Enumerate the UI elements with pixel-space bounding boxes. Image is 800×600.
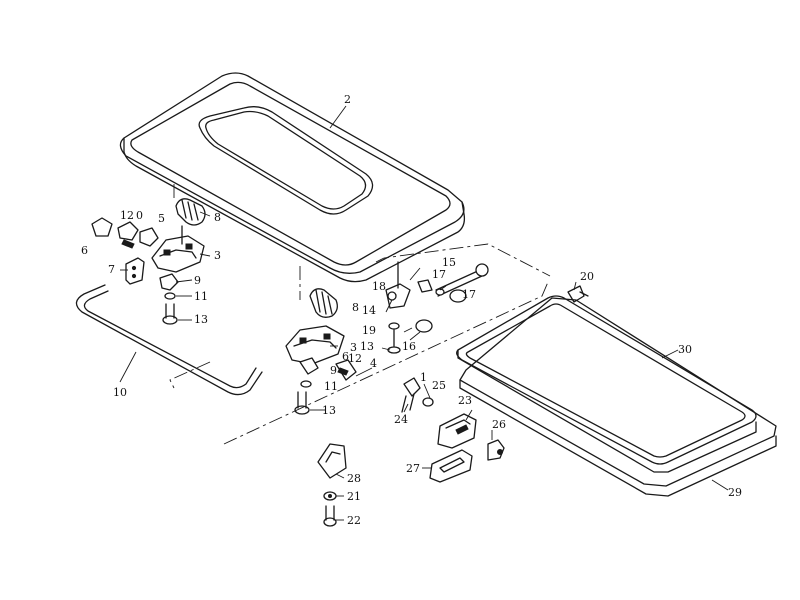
callout-20: 20 bbox=[580, 270, 594, 283]
callout-1: 1 bbox=[420, 371, 427, 384]
callout-13-lower: 13 bbox=[322, 404, 336, 417]
callout-11-upper: 11 bbox=[194, 290, 208, 303]
callout-17-left: 17 bbox=[432, 268, 446, 281]
callout-9-upper: 9 bbox=[194, 274, 201, 287]
center-hinge-assembly bbox=[285, 288, 357, 415]
latch-assembly bbox=[401, 377, 505, 483]
left-hinge-assembly bbox=[91, 198, 206, 325]
assembly-boundary-lines bbox=[169, 184, 551, 445]
right-hardware-assembly bbox=[385, 261, 489, 354]
lid-part bbox=[119, 72, 466, 283]
callout-28: 28 bbox=[347, 472, 361, 485]
callout-25: 25 bbox=[432, 379, 446, 392]
rod-part bbox=[75, 284, 263, 396]
callout-17-right: 17 bbox=[462, 288, 476, 301]
callout-8-lower: 8 bbox=[352, 301, 359, 314]
callout-3-upper: 3 bbox=[214, 249, 221, 262]
callout-2: 2 bbox=[344, 93, 351, 106]
leader-lines bbox=[119, 105, 729, 521]
callout-19: 19 bbox=[362, 324, 376, 337]
callout-18: 18 bbox=[372, 280, 386, 293]
callout-3-lower: 3 bbox=[350, 341, 357, 354]
callout-15: 15 bbox=[442, 256, 456, 269]
callout-22: 22 bbox=[347, 514, 361, 527]
callout-5: 5 bbox=[158, 212, 165, 225]
callout-24: 24 bbox=[394, 413, 408, 426]
callout-12-lower: 12 bbox=[348, 352, 362, 365]
callout-26: 26 bbox=[492, 418, 506, 431]
callout-30: 30 bbox=[678, 343, 692, 356]
bottom-bracket-assembly bbox=[317, 443, 347, 527]
callout-9-lower: 9 bbox=[330, 364, 337, 377]
callout-14: 14 bbox=[362, 304, 376, 317]
callout-13-right: 13 bbox=[360, 340, 374, 353]
callout-10: 10 bbox=[113, 386, 127, 399]
callout-11-lower: 11 bbox=[324, 380, 338, 393]
callout-29: 29 bbox=[728, 486, 742, 499]
callout-13-upper: 13 bbox=[194, 313, 208, 326]
callout-labels: 2 8 12 0 5 6 3 7 9 11 13 10 15 17 17 18 … bbox=[81, 93, 742, 527]
callout-12-upper: 12 bbox=[120, 209, 134, 222]
callout-7: 7 bbox=[108, 263, 115, 276]
bolt-20-part bbox=[567, 285, 589, 303]
callout-6-upper: 6 bbox=[81, 244, 88, 257]
gasket-frames bbox=[456, 295, 777, 497]
callout-16: 16 bbox=[402, 340, 416, 353]
callout-0: 0 bbox=[136, 209, 143, 222]
callout-27: 27 bbox=[406, 462, 420, 475]
callout-8-upper: 8 bbox=[214, 211, 221, 224]
callout-6-lower: 6 bbox=[342, 350, 349, 363]
callout-4: 4 bbox=[370, 357, 377, 370]
callout-21: 21 bbox=[347, 490, 361, 503]
callout-23: 23 bbox=[458, 394, 472, 407]
